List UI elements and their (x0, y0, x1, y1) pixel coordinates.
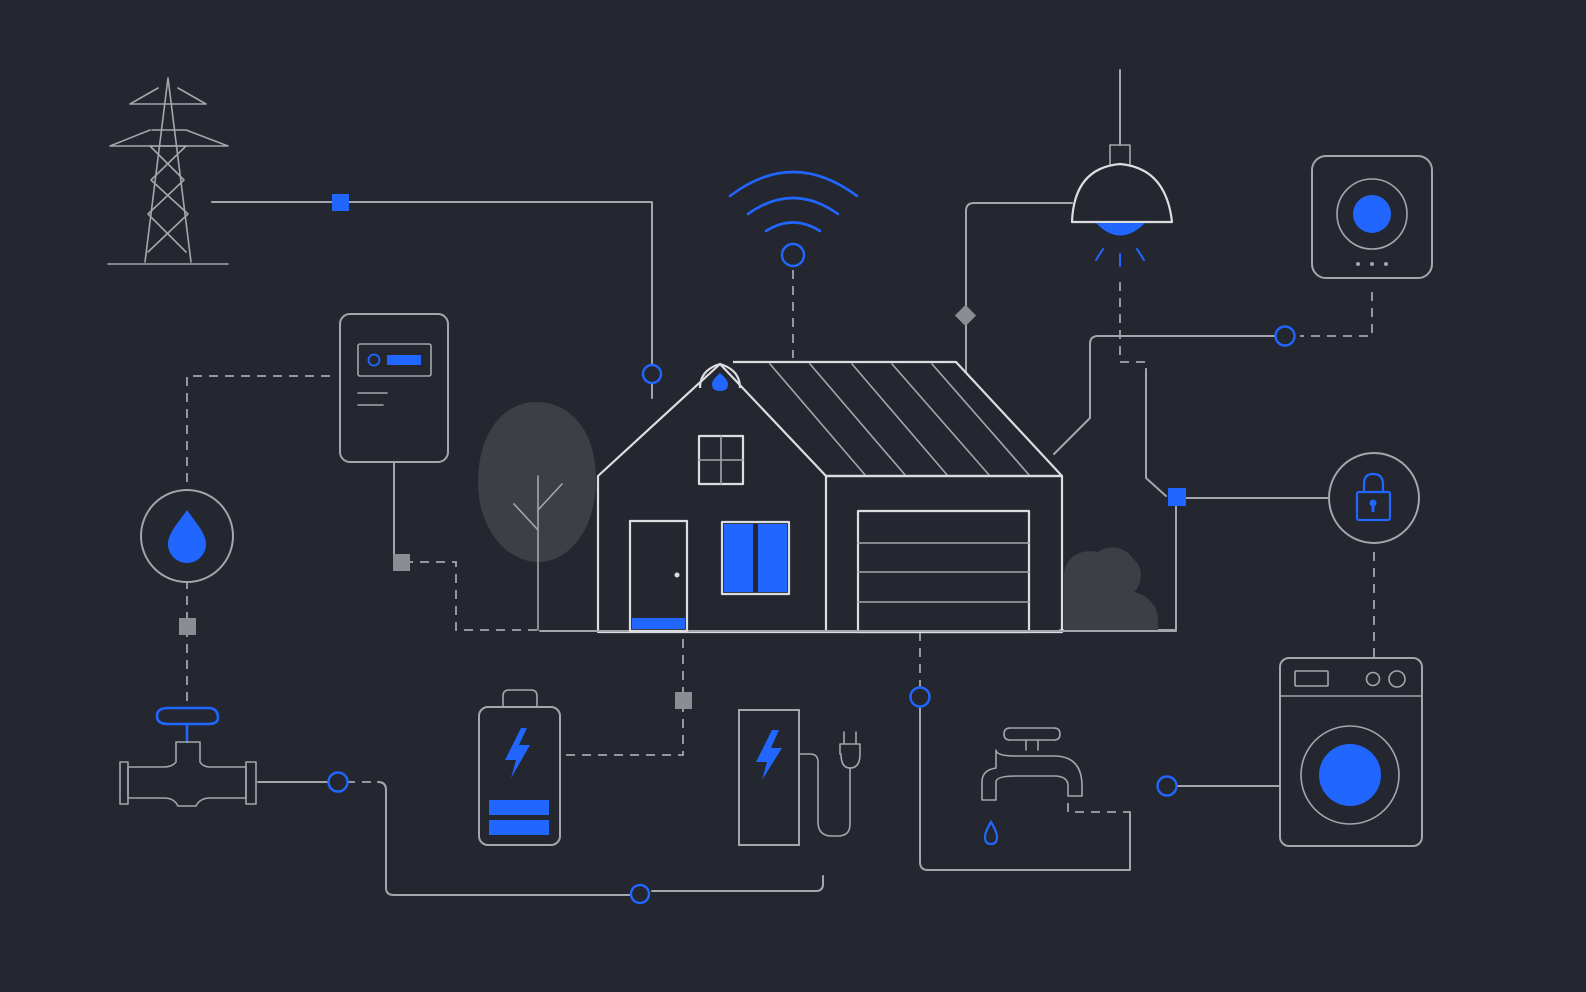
nodes (179, 194, 1296, 905)
node-square (332, 194, 349, 211)
power-tower-icon (107, 77, 233, 265)
node-ring (1156, 775, 1178, 797)
connector-lamp-lock (1119, 282, 1147, 370)
node-ring (641, 363, 663, 385)
connector-lamp-house (965, 202, 1073, 373)
connector-speaker (1300, 292, 1373, 337)
node-grey (675, 692, 692, 709)
connector-meter-ground-dash (404, 561, 540, 631)
connector-bottom-loop (377, 781, 631, 896)
water-valve-icon (119, 706, 257, 807)
tree-icon (478, 402, 596, 631)
water-drop-icon (140, 489, 234, 583)
connector-bottom-loop-right (651, 875, 824, 892)
node-ring (629, 883, 651, 905)
connector-meter-waterdrop (186, 375, 330, 490)
node-grey (393, 554, 410, 571)
ev-charger-icon (738, 709, 861, 846)
node-ring (327, 771, 349, 793)
washing-machine-icon (1279, 657, 1423, 847)
connector-tower-house (211, 201, 653, 399)
water-faucet-icon (981, 727, 1083, 846)
node-grey (179, 618, 196, 635)
smart-lock-icon (1328, 452, 1420, 544)
connector-lamp-lock-solid (1145, 369, 1167, 497)
node-square (1168, 488, 1186, 506)
ceiling-lamp-icon (1070, 144, 1174, 267)
node-diamond (954, 304, 977, 327)
wifi-icon (728, 170, 859, 233)
node-ring (1274, 325, 1296, 347)
connector-faucet-loop (919, 707, 1131, 871)
connector-battery-house (566, 632, 684, 756)
connector-speaker-house (1053, 335, 1277, 455)
home-battery-icon (478, 689, 561, 846)
smart-meter-icon (339, 313, 449, 463)
smart-speaker-icon (1311, 155, 1433, 279)
house-icon (539, 360, 1177, 634)
bush-icon (1064, 547, 1158, 630)
node-ring (780, 242, 806, 268)
connector-faucet-loop-dash (1067, 796, 1131, 814)
node-ring (909, 686, 931, 708)
